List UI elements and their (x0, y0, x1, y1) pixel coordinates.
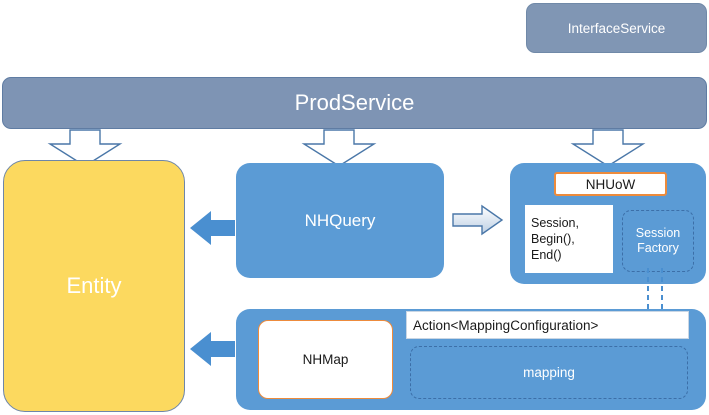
interface-service-label: InterfaceService (567, 20, 666, 36)
nhuow-title-badge: NHUoW (554, 172, 667, 196)
session-methods-box: Session, Begin(), End() (525, 205, 613, 273)
node-entity[interactable]: Entity (3, 160, 185, 412)
nhmap-box[interactable]: NHMap (258, 320, 393, 399)
connector-prodservice-to-nhuow-icon (570, 129, 646, 167)
mapping-label: mapping (523, 365, 575, 380)
node-nhuow[interactable]: NHUoW Session, Begin(), End() Session Fa… (510, 163, 706, 284)
node-prod-service[interactable]: ProdService (2, 77, 707, 129)
connector-nhmap-to-entity-icon (190, 332, 235, 366)
nhmap-label: NHMap (302, 352, 349, 367)
session-factory-line-2: Factory (637, 241, 679, 255)
mapping-box: mapping (410, 346, 688, 399)
entity-label: Entity (66, 273, 122, 298)
nhuow-title-label: NHUoW (585, 176, 636, 192)
node-interface-service[interactable]: InterfaceService (526, 3, 707, 53)
session-factory-box: Session Factory (622, 210, 694, 272)
connector-prodservice-to-nhquery-icon (301, 129, 377, 167)
action-mapping-configuration-bar: Action<MappingConfiguration> (406, 311, 689, 339)
nhquery-label: NHQuery (304, 210, 376, 230)
prod-service-label: ProdService (294, 90, 415, 115)
session-line-3: End() (531, 248, 562, 262)
connector-prodservice-to-entity-icon (47, 129, 123, 167)
session-line-2: Begin(), (531, 232, 575, 246)
session-line-1: Session, (531, 216, 579, 230)
node-nhquery[interactable]: NHQuery (236, 163, 444, 278)
connector-nhquery-to-nhuow-icon (452, 204, 504, 236)
session-factory-line-1: Session (635, 225, 681, 240)
node-nhmap-group[interactable]: NHMap Action<MappingConfiguration> mappi… (236, 309, 706, 410)
action-mapping-configuration-label: Action<MappingConfiguration> (413, 317, 599, 333)
connector-nhquery-to-entity-icon (190, 211, 235, 245)
